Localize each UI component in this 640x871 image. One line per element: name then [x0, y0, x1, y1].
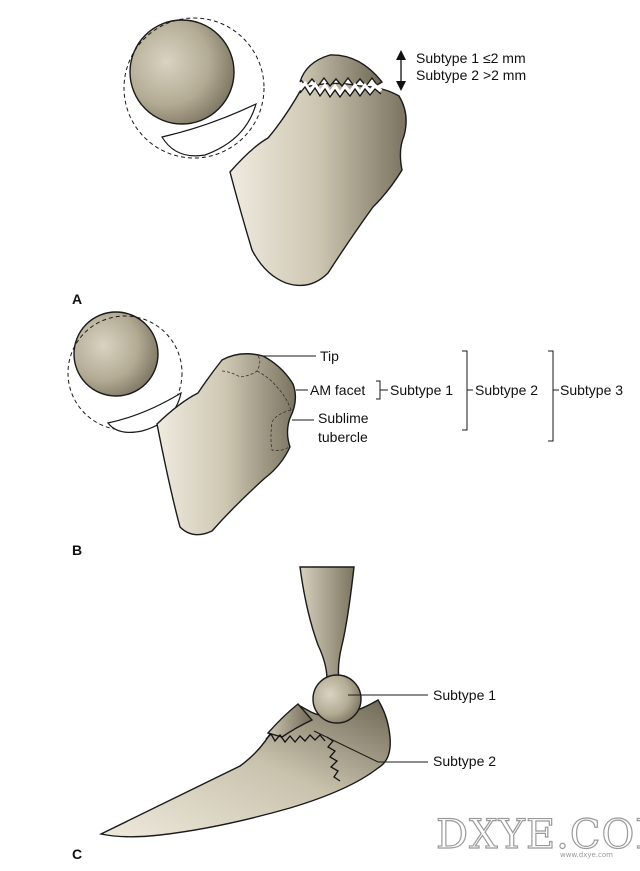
- panel-b-tip-label: Tip: [320, 348, 339, 364]
- panel-b-letter: B: [72, 542, 82, 558]
- panel-b-subtype2-bracket: [462, 350, 473, 431]
- panel-a-trochlea: [129, 19, 235, 125]
- panel-c-trochlea: [312, 674, 362, 724]
- panel-c: Subtype 1 Subtype 2 C: [72, 566, 496, 862]
- panel-b-am-facet-label: AM facet: [310, 382, 365, 398]
- panel-b-sublime-label-line2: tubercle: [318, 429, 368, 445]
- panel-b-subtype3-label: Subtype 3: [560, 382, 623, 398]
- panel-b-am-facet-boundary: [256, 370, 292, 411]
- panel-a: Subtype 1 ≤2 mm Subtype 2 >2 mm A: [72, 17, 526, 307]
- panel-b-subtype2-label: Subtype 2: [475, 382, 538, 398]
- panel-a-subtype1-label: Subtype 1 ≤2 mm: [416, 50, 526, 66]
- panel-c-letter: C: [72, 846, 82, 862]
- panel-a-fracture-line: [299, 85, 382, 99]
- arrow-up-icon: [396, 50, 406, 60]
- panel-b-ulna: [156, 353, 297, 536]
- panel-c-subtype2-label: Subtype 2: [433, 753, 496, 769]
- watermark-text: DXYE.COM: [436, 812, 640, 858]
- panel-a-letter: A: [72, 291, 82, 307]
- panel-b-trochlea: [73, 311, 159, 397]
- watermark-small-text: www.dxye.com: [560, 851, 613, 859]
- panel-b-subtype1-label: Subtype 1: [390, 382, 453, 398]
- panel-b-dashed-outline: [67, 315, 183, 431]
- panel-a-coronoid-fragment: [299, 54, 384, 88]
- panel-c-subtype2-leader: [313, 730, 428, 763]
- panel-c-subtype1-label: Subtype 1: [433, 687, 496, 703]
- arrow-down-icon: [396, 81, 406, 91]
- panel-b-subtype3-bracket: [548, 350, 559, 442]
- panel-c-coronoid-fragment: [266, 703, 314, 738]
- watermark: DXYE.COM www.dxye.com: [435, 811, 640, 859]
- panel-a-articular-crescent: [161, 102, 257, 157]
- panel-c-humerus-shaft: [299, 566, 355, 681]
- panel-a-fracture-gap: [298, 80, 383, 98]
- panel-c-base-fracture-line: [326, 736, 341, 782]
- panel-a-subtype2-label: Subtype 2 >2 mm: [416, 67, 526, 83]
- panel-b-tip-boundary: [221, 355, 261, 378]
- panel-c-tip-fracture-line: [265, 732, 326, 744]
- panel-a-ulna: [229, 82, 407, 287]
- panel-b: Tip AM facet Sublime tubercle Subtype 1 …: [67, 311, 623, 558]
- panel-a-dashed-outline: [123, 17, 265, 159]
- panel-c-ulna: [98, 699, 391, 838]
- panel-b-sublime-label-line1: Sublime: [318, 410, 369, 426]
- panel-b-subtype1-bracket: [376, 380, 388, 400]
